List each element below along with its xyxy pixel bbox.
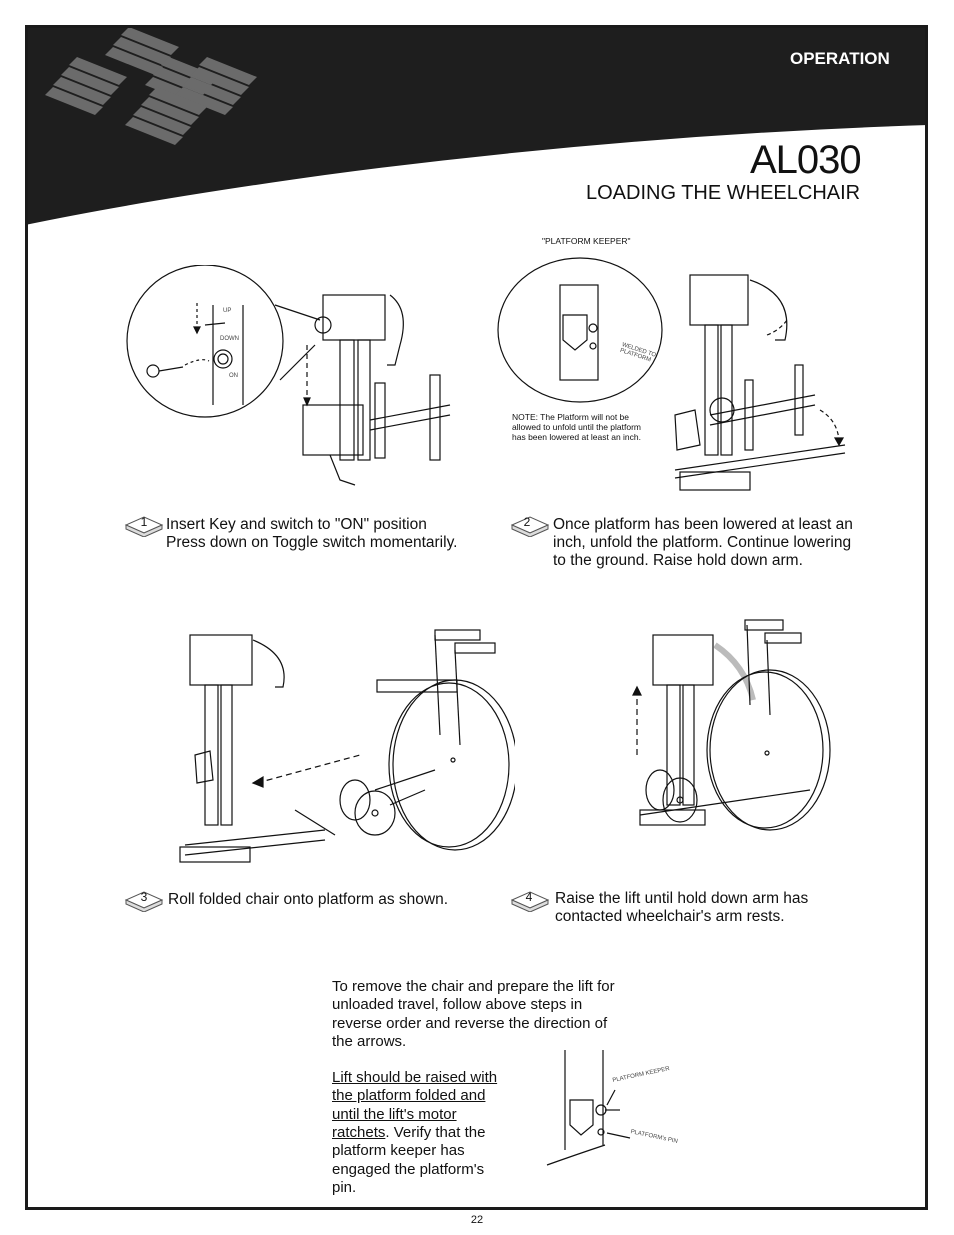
- step-1-text-1: Insert Key and switch to "ON" position: [166, 516, 427, 533]
- unload-warning: Lift should be raised with the platform …: [332, 1069, 498, 1142]
- unload-verify: . Verify that the platform keeper has en…: [332, 1124, 486, 1196]
- step-3-badge: [124, 891, 164, 912]
- svg-text:UP: UP: [223, 308, 231, 314]
- platform-note-1: NOTE: The Platform will not be: [512, 412, 629, 422]
- figure-platform-unfold: [497, 257, 846, 491]
- brand-logo: [45, 27, 257, 145]
- svg-text:DOWN: DOWN: [220, 336, 239, 342]
- unload-instructions: To remove the chair and prepare the lift…: [332, 978, 632, 1215]
- platform-note-2: allowed to unfold until the platform: [512, 422, 641, 432]
- platform-keeper-label: "PLATFORM KEEPER": [542, 236, 631, 246]
- section-label: OPERATION: [790, 49, 890, 68]
- step-1-text-2: Press down on Toggle switch momentarily.: [166, 534, 458, 551]
- step-2-text-2: inch, unfold the platform. Continue lowe…: [553, 534, 852, 551]
- step-1-badge: [124, 516, 164, 537]
- svg-text:ON: ON: [229, 373, 238, 379]
- step-4-number: 4: [525, 890, 533, 904]
- platform-note-3: has been lowered at least an inch.: [512, 432, 642, 442]
- unload-para-2: Lift should be raised with the platform …: [332, 1069, 504, 1197]
- page-number: 22: [470, 1214, 484, 1226]
- unload-para-1: To remove the chair and prepare the lift…: [332, 978, 615, 1050]
- step-2-badge: [510, 516, 550, 537]
- step-4-badge: [510, 891, 550, 912]
- step-1-number: 1: [140, 515, 148, 529]
- model-number: AL030: [750, 138, 862, 182]
- header-band: [25, 25, 928, 225]
- figure-raise-lift: [632, 619, 831, 831]
- figure-key-switch: UP DOWN ON: [126, 265, 451, 486]
- figure-roll-chair: [179, 629, 515, 863]
- figure-keeper-detail: [546, 1050, 631, 1166]
- step-2-text-3: to the ground. Raise hold down arm.: [553, 552, 803, 569]
- page-title: LOADING THE WHEELCHAIR: [586, 182, 861, 204]
- step-2-number: 2: [523, 515, 531, 529]
- step-4-text-2: contacted wheelchair's arm rests.: [555, 908, 785, 925]
- step-2-text-1: Once platform has been lowered at least …: [553, 516, 853, 533]
- step-3-number: 3: [140, 890, 148, 904]
- step-4-text-1: Raise the lift until hold down arm has: [555, 890, 809, 907]
- page-frame: [25, 25, 928, 1210]
- step-3-text-1: Roll folded chair onto platform as shown…: [168, 891, 449, 908]
